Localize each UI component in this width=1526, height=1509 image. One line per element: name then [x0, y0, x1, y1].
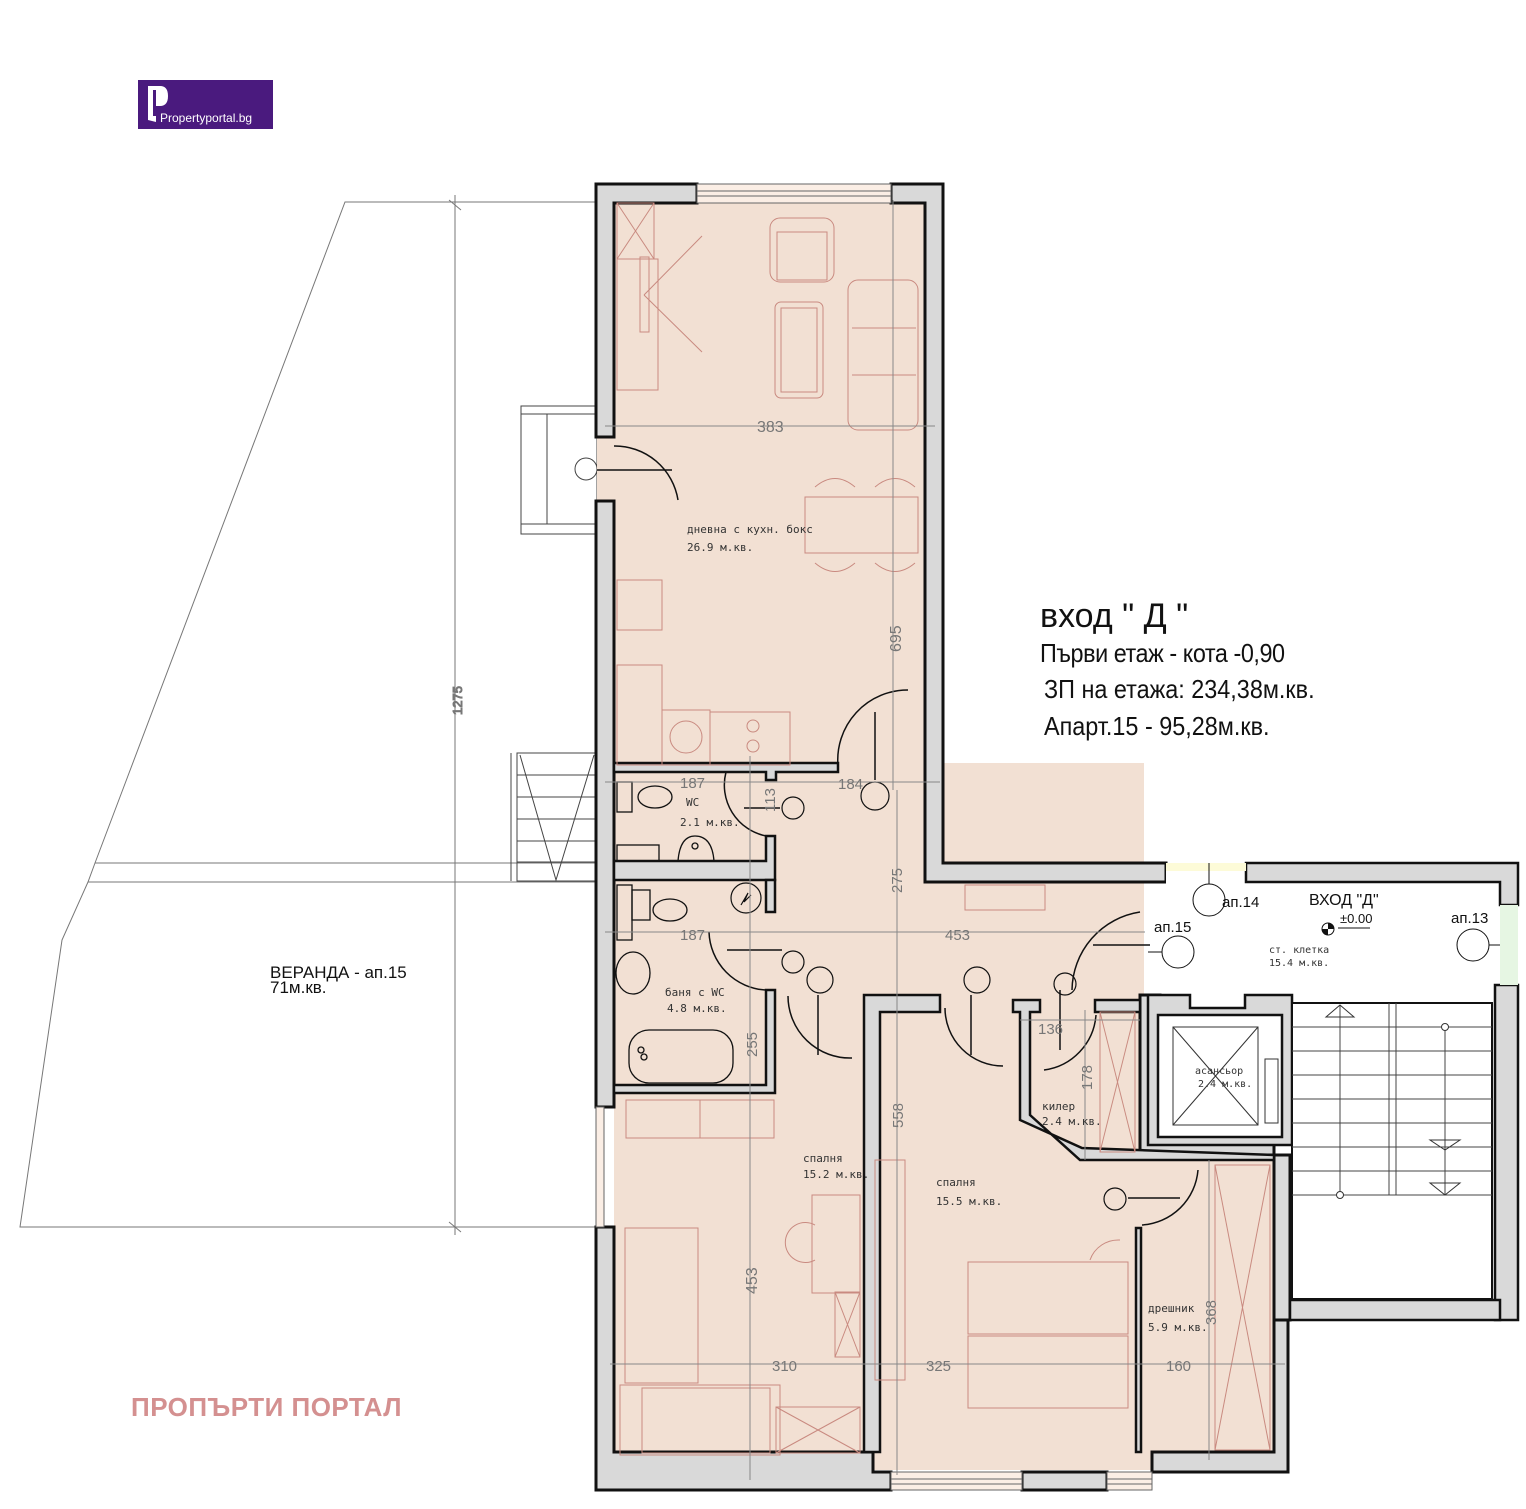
svg-text:310: 310: [772, 1358, 797, 1375]
svg-text:4.8 м.кв.: 4.8 м.кв.: [667, 1002, 727, 1015]
svg-text:558: 558: [890, 1103, 907, 1128]
svg-text:453: 453: [744, 1267, 761, 1294]
veranda-area: 71м.кв.: [270, 978, 327, 997]
svg-text:2.4 м.кв.: 2.4 м.кв.: [1042, 1115, 1102, 1128]
floor-area: ЗП на етажа: 234,38м.кв.: [1044, 674, 1315, 704]
svg-text:спалня: спалня: [936, 1176, 976, 1189]
svg-text:дневна с кухн. бокс: дневна с кухн. бокс: [687, 523, 813, 536]
dimension-labels: 383 695 187 113 184 275 187 453 255 136 …: [680, 419, 1220, 1375]
veranda-name: ВЕРАНДА - ап.15: [270, 963, 407, 982]
floor-level: Първи етаж - кота -0,90: [1040, 638, 1285, 668]
svg-text:дрешник: дрешник: [1148, 1302, 1195, 1315]
svg-text:275: 275: [889, 868, 906, 893]
svg-text:асансьор: асансьор: [1195, 1066, 1243, 1077]
svg-text:325: 325: [926, 1358, 951, 1375]
svg-text:136: 136: [1038, 1021, 1063, 1038]
svg-text:баня с WC: баня с WC: [665, 986, 725, 999]
svg-text:килер: килер: [1042, 1100, 1075, 1113]
svg-text:15.5 м.кв.: 15.5 м.кв.: [936, 1195, 1002, 1208]
door-logo-icon: [148, 86, 168, 122]
svg-text:178: 178: [1079, 1065, 1096, 1090]
svg-text:ст. клетка: ст. клетка: [1269, 945, 1329, 956]
svg-text:15.2 м.кв.: 15.2 м.кв.: [803, 1168, 869, 1181]
svg-text:453: 453: [945, 927, 970, 944]
propertyportal-logo[interactable]: Propertyportal.bg: [138, 80, 273, 129]
svg-text:5.9 м.кв.: 5.9 м.кв.: [1148, 1321, 1208, 1334]
svg-text:ап.13: ап.13: [1451, 910, 1488, 927]
svg-text:1275: 1275: [450, 686, 465, 715]
svg-text:15.4 м.кв.: 15.4 м.кв.: [1269, 958, 1329, 969]
furniture: [616, 202, 1271, 1456]
windows: [595, 183, 1153, 1491]
veranda-label: ВЕРАНДА - ап.15 71м.кв.: [270, 963, 407, 997]
svg-text:368: 368: [1203, 1300, 1220, 1325]
svg-text:160: 160: [1166, 1358, 1191, 1375]
svg-text:2.4 м.кв.: 2.4 м.кв.: [1198, 1079, 1252, 1090]
logo-text: Propertyportal.bg: [160, 111, 253, 125]
light-fixtures: [730, 781, 1127, 1211]
veranda-outline: 1275: [19, 195, 596, 1235]
side-balcony: [520, 405, 598, 535]
svg-text:спалня: спалня: [803, 1152, 843, 1165]
svg-text:184: 184: [838, 776, 863, 793]
svg-text:255: 255: [744, 1032, 761, 1057]
svg-text:26.9 м.кв.: 26.9 м.кв.: [687, 541, 753, 554]
svg-text:WC: WC: [686, 796, 699, 809]
room-labels: дневна с кухн. бокс 26.9 м.кв. WC 2.1 м.…: [665, 523, 1208, 1334]
veranda-steps: [510, 752, 597, 882]
interior-walls: [612, 761, 1276, 1454]
stairwell: ВХОД "Д" ±0.00 ап.14 ап.15 ап.13 ст. кле…: [1146, 861, 1520, 1322]
watermark: ПРОПЪРТИ ПОРТАЛ: [131, 1392, 402, 1422]
floor-info: вход " Д " Първи етаж - кота -0,90 ЗП на…: [1040, 596, 1345, 744]
apartment-area: Апарт.15 - 95,28м.кв.: [1044, 711, 1270, 741]
svg-text:ВХОД "Д": ВХОД "Д": [1309, 892, 1379, 909]
svg-text:ап.14: ап.14: [1222, 894, 1259, 911]
svg-text:ап.15: ап.15: [1154, 919, 1191, 936]
svg-text:2.1 м.кв.: 2.1 м.кв.: [680, 816, 740, 829]
entrance-title: вход " Д ": [1040, 597, 1189, 635]
svg-text:187: 187: [680, 775, 705, 792]
bathroom-fixtures: [615, 781, 734, 1084]
svg-text:187: 187: [680, 927, 705, 944]
svg-text:±0.00: ±0.00: [1340, 911, 1372, 926]
dimension-lines: [605, 200, 1285, 1480]
svg-text:695: 695: [888, 625, 905, 652]
svg-text:113: 113: [762, 788, 779, 812]
svg-text:383: 383: [757, 419, 784, 436]
